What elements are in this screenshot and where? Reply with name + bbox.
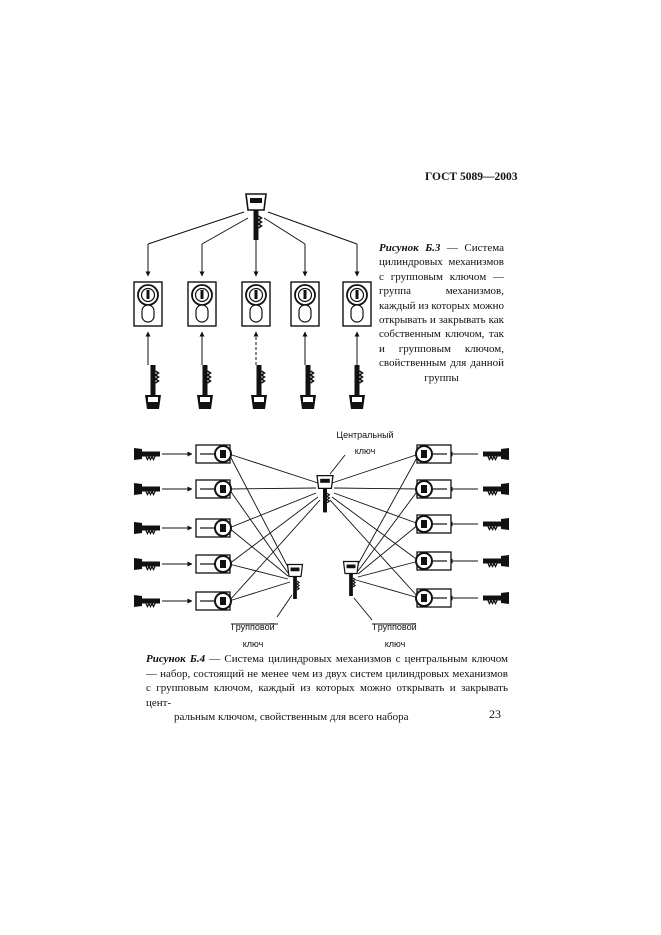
figure-b4-label: Рисунок Б.4 bbox=[146, 653, 206, 665]
group-key-label-right: Групповой ключ bbox=[373, 622, 417, 649]
figure-b3-caption-text: — Система цилиндровых механизмов с групп… bbox=[379, 242, 504, 384]
figure-b3-caption: Рисунок Б.3 — Система цилиндровых механи… bbox=[379, 241, 504, 385]
group-key-label-left: Групповой ключ bbox=[231, 622, 275, 649]
central-key-label: Центральный ключ bbox=[336, 430, 394, 456]
figure-b4-caption: Рисунок Б.4 — Система цилиндровых механи… bbox=[146, 652, 508, 725]
figure-b4-caption-last: ральным ключом, свойственным для всего н… bbox=[174, 711, 409, 724]
figure-b4-caption-text: — Система цилиндровых механизмов с центр… bbox=[146, 653, 509, 709]
page-number: 23 bbox=[489, 707, 501, 721]
standard-header: ГОСТ 5089—2003 bbox=[425, 171, 518, 183]
figure-b3-label: Рисунок Б.3 bbox=[379, 242, 441, 254]
